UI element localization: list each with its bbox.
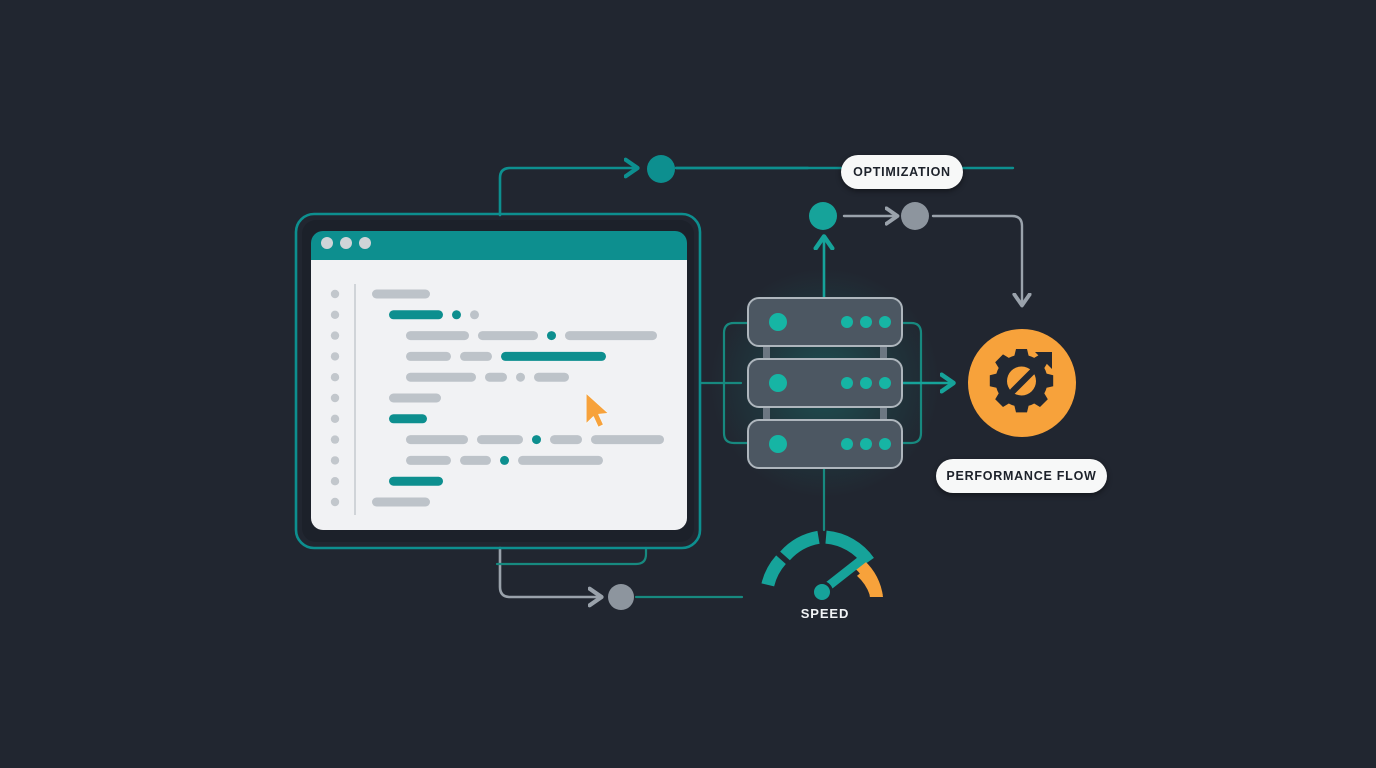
connector-window-bottom-rail bbox=[495, 546, 648, 566]
optimization-label: OPTIMIZATION bbox=[841, 155, 963, 189]
server-riser-right-1 bbox=[880, 344, 887, 364]
editor-code-lines bbox=[372, 289, 664, 507]
server-led-small-2 bbox=[860, 316, 872, 328]
editor-code-token-dot bbox=[452, 310, 461, 320]
editor-gutter-dot bbox=[330, 373, 340, 382]
editor-gutter-dot bbox=[330, 331, 340, 340]
editor-gutter-dot bbox=[330, 435, 340, 444]
editor-code-token bbox=[406, 435, 468, 445]
editor-code-token-dot bbox=[516, 372, 525, 382]
editor-gutter-dot bbox=[330, 477, 340, 486]
server-led-small-2 bbox=[860, 438, 872, 450]
editor-code-token bbox=[477, 435, 523, 445]
performance-flow-label-text: PERFORMANCE FLOW bbox=[946, 469, 1097, 483]
editor-gutter-dot bbox=[330, 393, 340, 403]
editor-gutter-dot bbox=[330, 456, 340, 465]
server-led-primary bbox=[769, 435, 787, 453]
editor-gutter-dot bbox=[330, 352, 340, 361]
editor-code-token bbox=[406, 372, 476, 382]
flow-node-top-teal[interactable] bbox=[647, 155, 675, 183]
editor-code-token bbox=[389, 414, 427, 424]
server-unit-2[interactable] bbox=[747, 358, 903, 408]
editor-code-token bbox=[501, 351, 606, 361]
gauge-segment-2 bbox=[780, 530, 820, 561]
editor-gutter-dot bbox=[330, 497, 340, 507]
server-led-small-1 bbox=[841, 438, 853, 450]
speed-gauge bbox=[761, 530, 883, 603]
server-unit-body bbox=[747, 297, 903, 347]
connector-bracket-to-unit-3 bbox=[722, 381, 750, 445]
server-led-small-1 bbox=[841, 316, 853, 328]
editor-code-token bbox=[591, 435, 664, 445]
editor-code-token bbox=[406, 455, 451, 465]
connector-unit-3-to-right-bracket bbox=[899, 381, 923, 445]
editor-code-token-dot bbox=[547, 331, 556, 341]
window-title-bar-fill bbox=[311, 250, 687, 260]
editor-gutter-dot bbox=[330, 414, 340, 423]
editor-code-token bbox=[534, 372, 569, 382]
window-dot-close[interactable] bbox=[321, 237, 333, 249]
speed-label: SPEED bbox=[800, 606, 850, 621]
connector-bracket-to-unit-1 bbox=[722, 321, 750, 385]
server-led-small-2 bbox=[860, 377, 872, 389]
editor-code-token bbox=[372, 497, 430, 507]
editor-code-token bbox=[406, 331, 469, 341]
editor-code-token bbox=[389, 310, 443, 320]
window-outer-frame bbox=[294, 212, 702, 550]
optimization-label-text: OPTIMIZATION bbox=[853, 165, 951, 179]
editor-code-token bbox=[460, 351, 492, 361]
editor-gutter-dots bbox=[330, 289, 340, 507]
connector-mid-gray-to-badge bbox=[931, 214, 1022, 304]
editor-code-token bbox=[389, 393, 441, 403]
server-riser-left-1 bbox=[763, 344, 770, 364]
server-unit-3[interactable] bbox=[747, 419, 903, 469]
window-dot-minimize[interactable] bbox=[340, 237, 352, 249]
server-unit-body bbox=[747, 358, 903, 408]
mouse-pointer-icon bbox=[585, 392, 610, 428]
editor-code-token-dot bbox=[532, 435, 541, 445]
gauge-segment-1 bbox=[761, 555, 787, 587]
connector-window-to-bottom-node bbox=[498, 546, 600, 597]
flow-node-mid-gray[interactable] bbox=[901, 202, 929, 230]
server-unit-body bbox=[747, 419, 903, 469]
editor-code-token bbox=[550, 435, 582, 445]
editor-code-token bbox=[518, 455, 603, 465]
gauge-hub bbox=[811, 581, 833, 603]
gauge-segment-4-orange-fill bbox=[855, 560, 883, 597]
server-riser-right-2 bbox=[880, 404, 887, 424]
performance-badge[interactable] bbox=[968, 329, 1076, 437]
editor-gutter-dot bbox=[330, 289, 340, 299]
server-led-small-3 bbox=[879, 316, 891, 328]
server-led-small-3 bbox=[879, 377, 891, 389]
server-led-small-1 bbox=[841, 377, 853, 389]
editor-code-token bbox=[389, 476, 443, 486]
server-led-primary bbox=[769, 374, 787, 392]
editor-code-token-dot bbox=[500, 455, 509, 465]
server-riser-left-2 bbox=[763, 404, 770, 424]
connector-unit-1-to-right-bracket bbox=[899, 321, 923, 385]
window-dot-maximize[interactable] bbox=[359, 237, 371, 249]
server-unit-1[interactable] bbox=[747, 297, 903, 347]
server-led-small-3 bbox=[879, 438, 891, 450]
editor-code-token bbox=[485, 372, 507, 382]
connector-window-to-top-node bbox=[498, 168, 636, 217]
editor-code-token bbox=[372, 289, 430, 299]
editor-gutter-dot bbox=[330, 310, 340, 319]
editor-code-token bbox=[565, 331, 657, 341]
flow-node-mid-teal[interactable] bbox=[809, 202, 837, 230]
gear-arrow-icon bbox=[989, 349, 1054, 413]
editor-code-token bbox=[460, 455, 491, 465]
editor-code-token bbox=[478, 331, 538, 341]
performance-flow-label: PERFORMANCE FLOW bbox=[936, 459, 1107, 493]
editor-code-token-dot bbox=[470, 310, 479, 320]
server-led-primary bbox=[769, 313, 787, 331]
flow-node-bottom-gray[interactable] bbox=[608, 584, 634, 610]
editor-code-token bbox=[406, 351, 451, 361]
